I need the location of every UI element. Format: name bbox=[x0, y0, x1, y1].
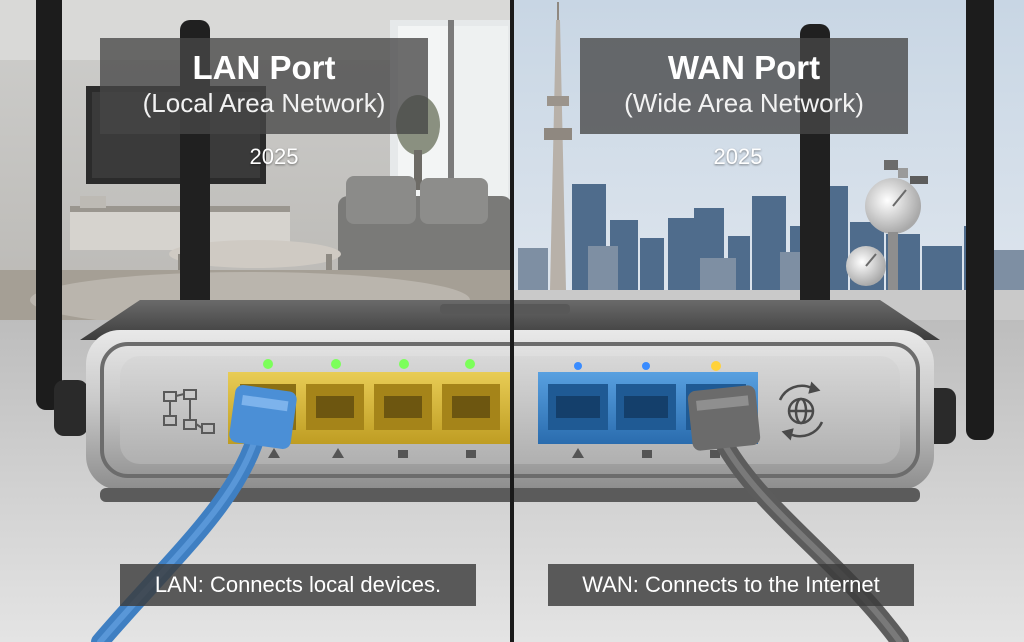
wan-status-leds bbox=[574, 361, 721, 371]
wan-caption: WAN: Connects to the Internet bbox=[548, 564, 914, 606]
lan-title-box: LAN Port (Local Area Network) bbox=[100, 38, 428, 134]
network-topology-icon bbox=[163, 389, 215, 434]
wan-port-labels bbox=[572, 448, 720, 458]
wan-subtitle: (Wide Area Network) bbox=[624, 88, 864, 118]
lan-status-leds bbox=[263, 359, 475, 369]
antenna-left-outer bbox=[36, 0, 88, 436]
lan-port-4 bbox=[442, 384, 500, 430]
wan-port-2 bbox=[616, 384, 676, 430]
satellite-dish-icon bbox=[846, 178, 921, 292]
lan-ethernet-cable bbox=[91, 385, 297, 642]
lan-year: 2025 bbox=[249, 144, 299, 169]
split-divider bbox=[510, 0, 514, 642]
lan-title: LAN Port bbox=[192, 49, 336, 86]
globe-sync-icon bbox=[778, 381, 824, 441]
lan-port-3 bbox=[374, 384, 432, 430]
wan-year: 2025 bbox=[713, 144, 763, 169]
lan-port-2 bbox=[306, 384, 364, 430]
lan-caption: LAN: Connects local devices. bbox=[120, 564, 476, 606]
wan-ethernet-cable bbox=[687, 385, 909, 642]
wan-title: WAN Port bbox=[667, 49, 821, 86]
lan-subtitle: (Local Area Network) bbox=[142, 88, 386, 118]
wan-title-box: WAN Port (Wide Area Network) bbox=[580, 38, 908, 134]
satellite-icon bbox=[884, 160, 928, 184]
wan-port-1 bbox=[548, 384, 608, 430]
lan-port-labels bbox=[268, 448, 476, 458]
